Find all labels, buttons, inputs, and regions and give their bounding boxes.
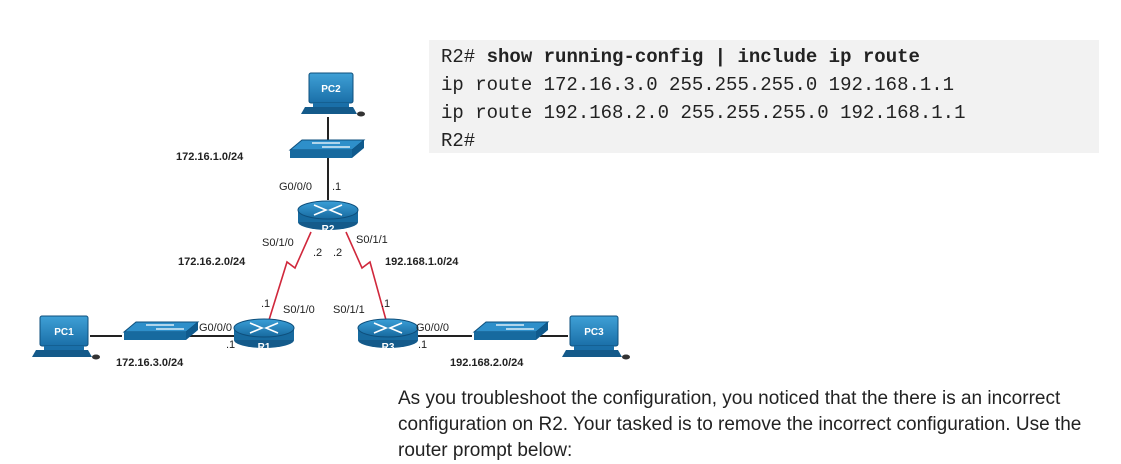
r3-s011-label: S0/1/1 [333,304,365,316]
r3-s011-ip: .1 [381,298,390,310]
r3-g000-label: G0/0/0 [416,322,449,334]
r2-s010-label: S0/1/0 [262,237,294,249]
r1-g000-label: G0/0/0 [199,322,232,334]
r2-s010-ip: .2 [313,247,322,259]
network-label-192-168-1-0: 192.168.1.0/24 [385,256,459,268]
network-topology-diagram: PC2 R2 PC1 R1 [32,72,630,369]
cli-output-line: ip route 192.168.2.0 255.255.255.0 192.1… [441,102,966,124]
pc3[interactable]: PC3 [562,315,630,360]
pc2[interactable]: PC2 [301,72,365,117]
network-label-172-16-3-0: 172.16.3.0/24 [116,357,184,369]
r1-s010-label: S0/1/0 [283,304,315,316]
network-label-192-168-2-0: 192.168.2.0/24 [450,357,524,369]
network-label-172-16-2-0: 172.16.2.0/24 [178,256,246,268]
r2-s011-label: S0/1/1 [356,234,388,246]
cli-prompt: R2# [441,46,476,68]
r2-g000-ip: .1 [332,181,341,193]
r2-label: R2 [322,224,335,235]
switch-right[interactable] [472,321,550,340]
cli-output-line: ip route 172.16.3.0 255.255.255.0 192.16… [441,74,955,96]
cli-output-box: R2# show running-config | include ip rou… [429,40,1099,153]
pc1[interactable]: PC1 [32,315,100,360]
r2-s011-ip: .2 [333,247,342,259]
serial-links [268,231,387,321]
router-r3[interactable]: R3 [357,318,419,353]
router-r2[interactable]: R2 [297,200,359,235]
r1-s010-ip: .1 [261,298,270,310]
r3-g000-ip: .1 [418,339,427,351]
serial-link-r2-r1 [268,231,312,321]
r1-g000-ip: .1 [226,339,235,351]
switch-left[interactable] [122,321,200,340]
cli-end-prompt: R2# [441,130,476,152]
router-r1[interactable]: R1 [233,318,295,353]
network-label-172-16-1-0: 172.16.1.0/24 [176,151,244,163]
r2-g000-label: G0/0/0 [279,181,312,193]
instructions-text: As you troubleshoot the configuration, y… [398,388,1082,461]
r3-label: R3 [382,342,395,353]
r1-label: R1 [258,342,271,353]
pc2-label: PC2 [321,84,341,95]
pc3-label: PC3 [584,327,604,338]
pc1-label: PC1 [54,327,74,338]
cli-command-line: R2# show running-config | include ip rou… [441,43,1099,71]
cli-command: show running-config | include ip route [486,46,920,68]
switch-top[interactable] [288,139,366,158]
serial-link-r2-r3 [345,231,387,321]
